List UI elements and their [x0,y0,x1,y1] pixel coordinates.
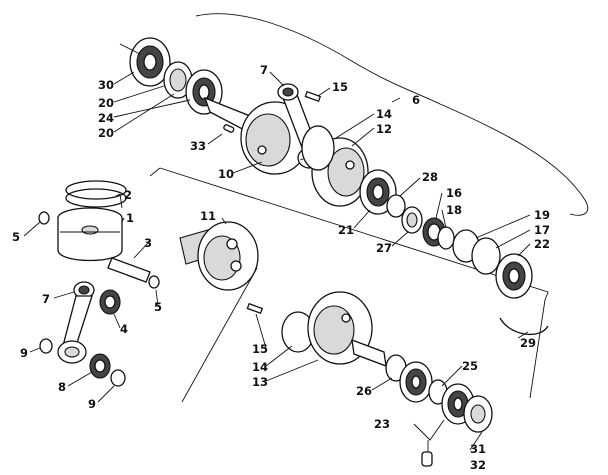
callout-10: 10 [218,167,234,181]
callout-32: 32 [470,458,486,472]
needle-bearing-8 [89,353,111,379]
callout-15-b: 15 [252,342,268,356]
piston-rings-2 [65,180,127,208]
callout-14-a: 14 [376,107,392,121]
callout-25: 25 [462,359,478,373]
callout-9-b: 9 [88,397,96,411]
thrust-washer-14-upper [301,125,335,171]
piston-1 [57,207,123,262]
callout-19: 19 [534,208,550,222]
callout-30: 30 [98,78,114,92]
pin-15-lower [246,302,264,315]
leader-23 [413,419,445,441]
washer-9-upper [39,338,53,354]
callout-33: 33 [190,139,206,153]
callout-4: 4 [120,322,128,336]
bearing-23-a [399,361,433,403]
ring-17 [471,237,501,275]
callout-1: 1 [126,211,134,225]
callout-5-a: 5 [12,230,20,244]
callout-26: 26 [356,384,372,398]
callout-8: 8 [58,380,66,394]
ring-28 [386,194,406,218]
callout-7-b: 7 [42,292,50,306]
bearing-22 [495,253,533,299]
callout-20-b: 20 [98,126,114,140]
callout-23: 23 [374,417,390,431]
seal-20-upper [163,61,193,99]
leader-lines [23,71,531,451]
callout-28: 28 [422,170,438,184]
pin-15-upper [304,90,322,103]
key-32 [421,451,433,467]
crank-flywheel-13 [307,291,387,367]
callout-21: 21 [338,223,354,237]
assembly-bracket-6 [195,13,589,216]
circlip-5-left [38,211,50,225]
callout-17: 17 [534,223,550,237]
connecting-rod-7-lower [57,281,95,364]
callout-18: 18 [446,203,462,217]
callout-5-b: 5 [154,300,162,314]
key-33 [223,124,235,133]
callout-14-b: 14 [252,360,268,374]
wrist-pin-3 [107,257,151,283]
seal-31 [463,395,493,433]
callout-labels: 30 20 24 20 7 15 6 14 12 33 10 28 16 18 … [12,63,550,472]
seal-16-18 [422,217,455,250]
bearing-21 [359,169,397,215]
callout-12: 12 [376,122,392,136]
bearing-30 [129,37,171,87]
crank-flywheel-10 [240,101,310,175]
callout-22: 22 [534,237,550,251]
circlip-5-right [148,275,160,289]
callout-15-a: 15 [332,80,348,94]
washer-9-lower [110,369,126,387]
seal-27 [401,206,423,234]
shaft-axis-line [119,43,141,55]
callout-11: 11 [200,209,216,223]
needle-bearing-4 [99,289,121,315]
callout-24: 24 [98,111,114,125]
callout-9-a: 9 [20,346,28,360]
callout-7-a: 7 [260,63,268,77]
callout-2: 2 [124,188,132,202]
callout-6: 6 [412,93,420,107]
callout-29: 29 [520,336,536,350]
crank-flywheel-11 [179,221,259,291]
callout-16: 16 [446,186,462,200]
callout-3: 3 [144,236,152,250]
callout-13: 13 [252,375,268,389]
callout-20-a: 20 [98,96,114,110]
piston-to-crank-line [181,267,258,403]
lower-assembly-outline [149,167,549,399]
callout-27: 27 [376,241,392,255]
callout-31: 31 [470,442,486,456]
